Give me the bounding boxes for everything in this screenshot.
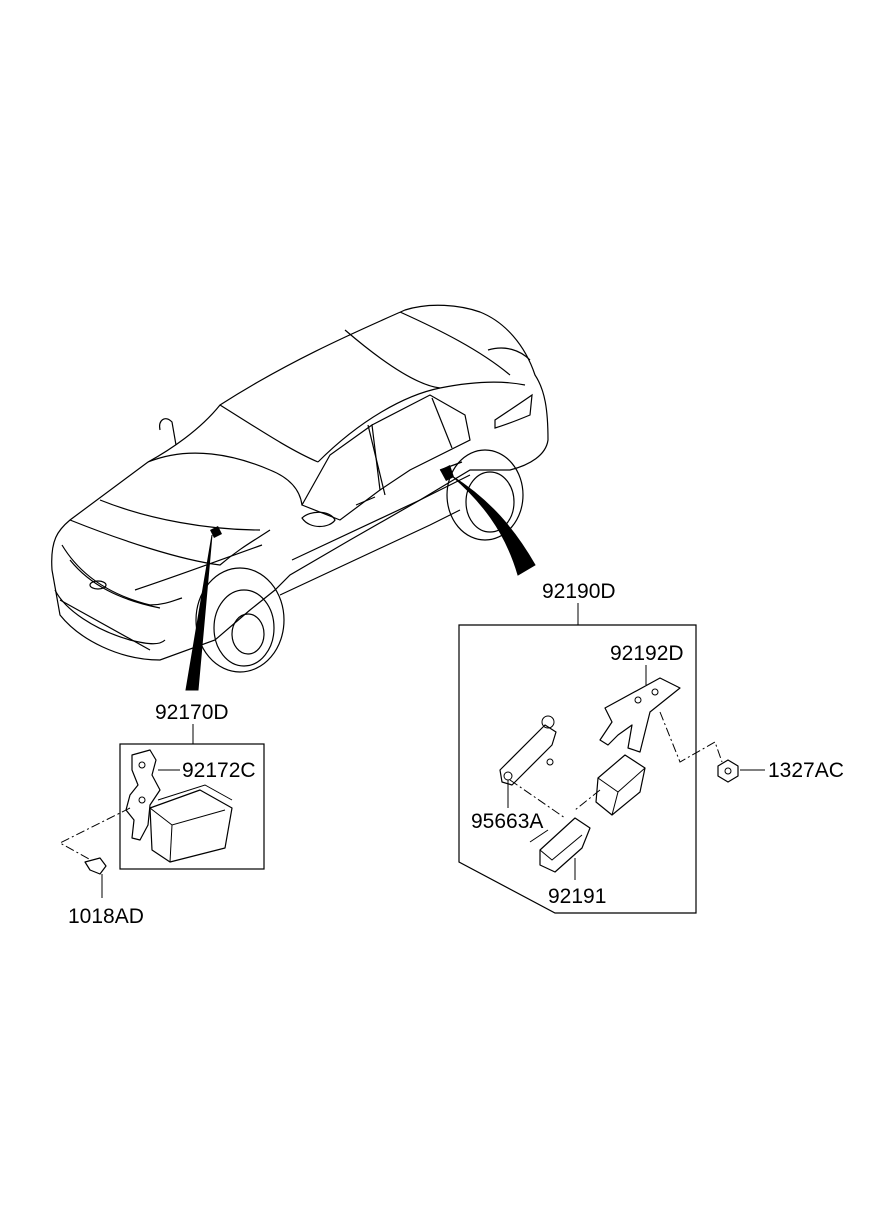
harness-connector — [499, 724, 557, 786]
rear-sensor-housing — [595, 754, 646, 816]
nut-icon — [717, 759, 739, 783]
label-assy-front: 92170D — [155, 701, 229, 724]
front-sensor-spot-icon — [210, 526, 222, 538]
front-pointer — [185, 534, 213, 691]
label-sensor: 92191 — [548, 885, 606, 908]
label-connector: 95663A — [471, 810, 543, 833]
label-bracket-front: 92172C — [182, 759, 256, 782]
rear-assembly-box — [458, 624, 697, 914]
rear-bracket — [599, 677, 681, 753]
label-bolt: 1018AD — [68, 905, 144, 928]
label-nut: 1327AC — [768, 759, 844, 782]
label-bracket-rear: 92192D — [610, 642, 684, 665]
rear-sensor-spot-icon — [440, 465, 454, 481]
bolt-icon — [84, 857, 107, 875]
front-module — [149, 789, 233, 863]
front-bracket — [125, 749, 161, 841]
label-assy-rear: 92190D — [542, 580, 616, 603]
front-assembly-box — [119, 743, 265, 870]
rear-pointer — [451, 475, 536, 576]
car-illustration — [51, 304, 549, 673]
rear-sensor — [539, 817, 591, 873]
